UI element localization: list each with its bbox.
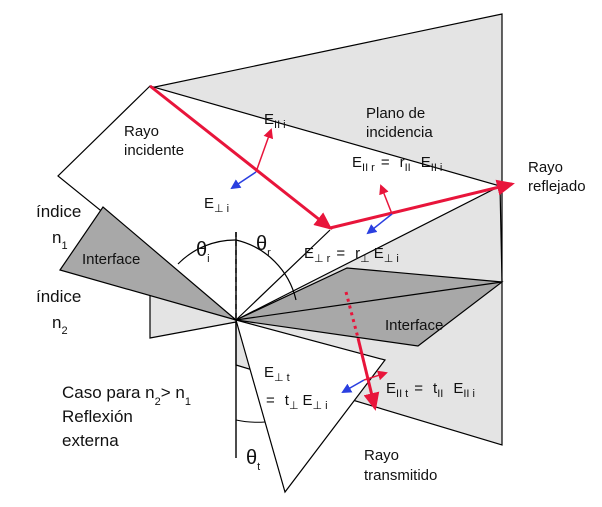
interface-left — [59, 206, 237, 321]
label-rayo-incidente-1: Rayo — [124, 123, 159, 140]
label-caso: Caso para n2> n1 — [62, 383, 191, 408]
label-reflexion: Reflexión — [62, 407, 133, 426]
label-n1: n1 — [52, 228, 68, 252]
lower-face — [235, 319, 387, 494]
theta-i-arc — [177, 239, 237, 265]
reflected-ray — [329, 179, 515, 230]
reflected-plane-line — [235, 229, 331, 321]
label-rayo-transmitido-2: transmitido — [364, 467, 437, 484]
label-n2: n2 — [52, 313, 68, 337]
label-e-par-i: EII i — [264, 111, 286, 131]
e-perp-t-vector — [341, 379, 365, 393]
label-e-perp-i: E⊥ i — [204, 195, 229, 215]
label-externa: externa — [62, 431, 119, 450]
label-rayo-transmitido-1: Rayo — [364, 447, 399, 464]
label-theta-t: θt — [246, 447, 260, 473]
label-rayo-reflejado-2: reflejado — [528, 178, 586, 195]
label-theta-r: θr — [256, 233, 271, 259]
label-e-perp-t-equation: =t⊥E⊥ i — [266, 392, 328, 412]
label-e-perp-r-equation: E⊥ r=r⊥E⊥ i — [304, 245, 399, 265]
label-plano-1: Plano de — [366, 105, 425, 122]
label-plano-2: incidencia — [366, 124, 433, 141]
theta-t-arc — [235, 419, 266, 423]
label-rayo-reflejado-1: Rayo — [528, 159, 563, 176]
plane-right-edge — [499, 185, 503, 283]
e-par-r-vector — [379, 184, 393, 215]
theta-r-arc — [235, 239, 297, 301]
label-interface-right: Interface — [385, 317, 443, 334]
incident-ray — [149, 84, 333, 230]
label-indice-1: índice — [36, 202, 81, 221]
e-perp-i-vector — [230, 171, 257, 190]
label-indice-2: índice — [36, 287, 81, 306]
e-par-t-vector — [363, 370, 388, 381]
label-e-perp-t: E⊥ t — [264, 364, 290, 384]
transmitted-ray — [356, 337, 380, 411]
e-perp-r-vector — [366, 213, 393, 235]
label-rayo-incidente-2: incidente — [124, 142, 184, 159]
interface-back-edge — [235, 281, 503, 321]
e-par-i-vector — [255, 128, 274, 173]
label-interface-left: Interface — [82, 251, 140, 268]
transmitted-ray-dotted — [344, 291, 360, 339]
label-theta-i: θi — [196, 239, 210, 265]
